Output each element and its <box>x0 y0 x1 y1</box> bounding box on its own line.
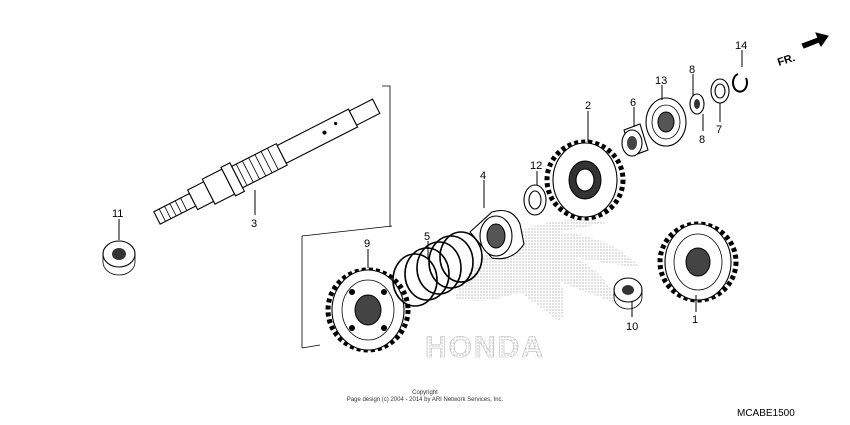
copyright-line-1: Copyright <box>412 390 438 396</box>
arrow-icon <box>801 32 829 49</box>
brand-watermark: HONDA <box>425 219 640 364</box>
assembly-bracket <box>301 85 393 349</box>
collar-part-4[interactable] <box>469 209 525 260</box>
callout-8a[interactable]: 8 <box>689 64 695 76</box>
callout-14[interactable]: 14 <box>735 40 747 52</box>
copyright-block: Copyright Page design (c) 2004 - 2014 by… <box>347 390 504 403</box>
callout-1[interactable]: 1 <box>692 314 698 326</box>
washer-part-12[interactable] <box>523 184 547 216</box>
callout-4[interactable]: 4 <box>480 170 486 182</box>
copyright-line-2: Page design (c) 2004 - 2014 by ARI Netwo… <box>347 397 504 403</box>
bearing-part-13[interactable] <box>645 97 687 147</box>
callout-11[interactable]: 11 <box>112 208 123 220</box>
callout-7[interactable]: 7 <box>716 124 722 136</box>
nut-part-11[interactable] <box>102 240 136 276</box>
callout-13[interactable]: 13 <box>655 75 667 87</box>
gear-part-2[interactable] <box>544 139 626 221</box>
callout-6[interactable]: 6 <box>630 97 636 109</box>
half-washer-parts-8[interactable] <box>689 93 705 115</box>
nut-part-10[interactable] <box>613 277 643 310</box>
direction-label: FR. <box>776 52 797 69</box>
snap-ring-part-14[interactable] <box>732 73 748 93</box>
gear-part-9[interactable] <box>325 267 411 353</box>
callout-8b[interactable]: 8 <box>699 134 705 146</box>
diagram-code: MCABE1500 <box>737 408 795 419</box>
callout-9[interactable]: 9 <box>364 238 370 250</box>
collar-part-6[interactable] <box>621 123 649 157</box>
callout-3[interactable]: 3 <box>251 218 257 230</box>
leader-lines <box>118 50 743 317</box>
watermark-text: HONDA <box>425 331 545 364</box>
shaft-part[interactable] <box>150 92 384 232</box>
gear-part-1[interactable] <box>657 221 739 303</box>
front-direction-arrow: FR. <box>776 32 829 69</box>
ring-part-7[interactable] <box>710 78 730 104</box>
callout-12[interactable]: 12 <box>530 160 542 172</box>
callout-2[interactable]: 2 <box>585 100 591 112</box>
callout-10[interactable]: 10 <box>626 321 638 333</box>
spring-part-5[interactable] <box>392 231 483 307</box>
callout-labels: 1 2 3 4 5 6 7 8 8 9 10 11 12 13 14 <box>112 40 747 333</box>
callout-5[interactable]: 5 <box>424 231 430 243</box>
